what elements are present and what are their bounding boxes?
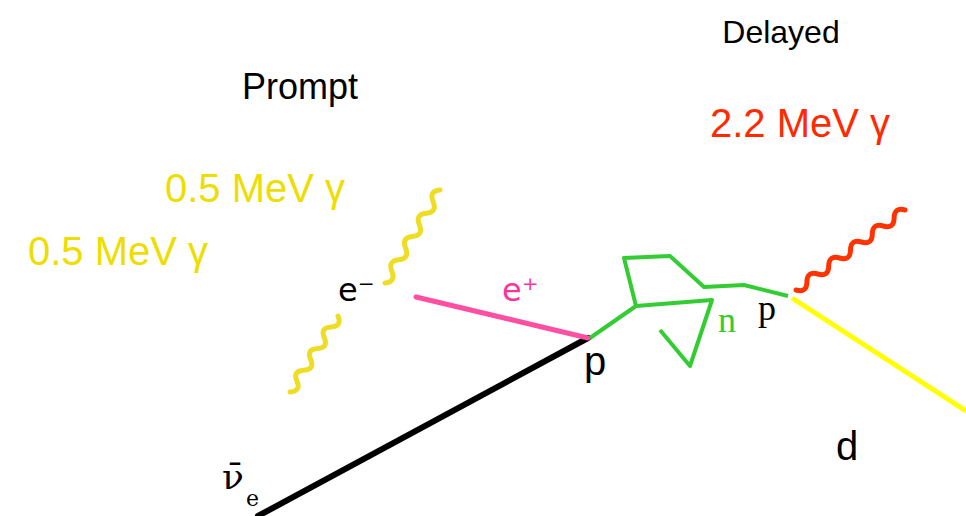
deuteron-track (792, 298, 966, 411)
capture-photon (796, 209, 905, 290)
particle-label: p (758, 288, 776, 329)
particle-label: e⁻ (338, 272, 375, 309)
region-ellipse (0, 112, 656, 448)
region-outline (630, 70, 966, 313)
annihilation-photon (290, 316, 339, 392)
detection-region: Prompt0.5 MeV γ0.5 MeV γe⁻e⁺p (0, 112, 656, 448)
particle-label: d (836, 423, 858, 469)
region-heading: Delayed (722, 14, 839, 51)
photon-label: 0.5 MeV γ (165, 165, 345, 211)
particle-label: n (718, 300, 736, 341)
particle-label: ν̄ (222, 456, 244, 497)
annihilation-photon (385, 190, 440, 283)
particle-label: p (584, 338, 606, 384)
photon-label: 0.5 MeV γ (28, 228, 208, 274)
region-heading: Prompt (242, 66, 358, 107)
particle-subscript: e (246, 486, 259, 511)
antineutrino-track (258, 338, 588, 516)
photon-label: 2.2 MeV γ (710, 100, 890, 146)
particle-label: e⁺ (502, 272, 539, 309)
neutron-track (590, 300, 712, 366)
detection-region: Delayed2.2 MeV γp (628, 68, 966, 314)
region-outline (2, 114, 655, 447)
